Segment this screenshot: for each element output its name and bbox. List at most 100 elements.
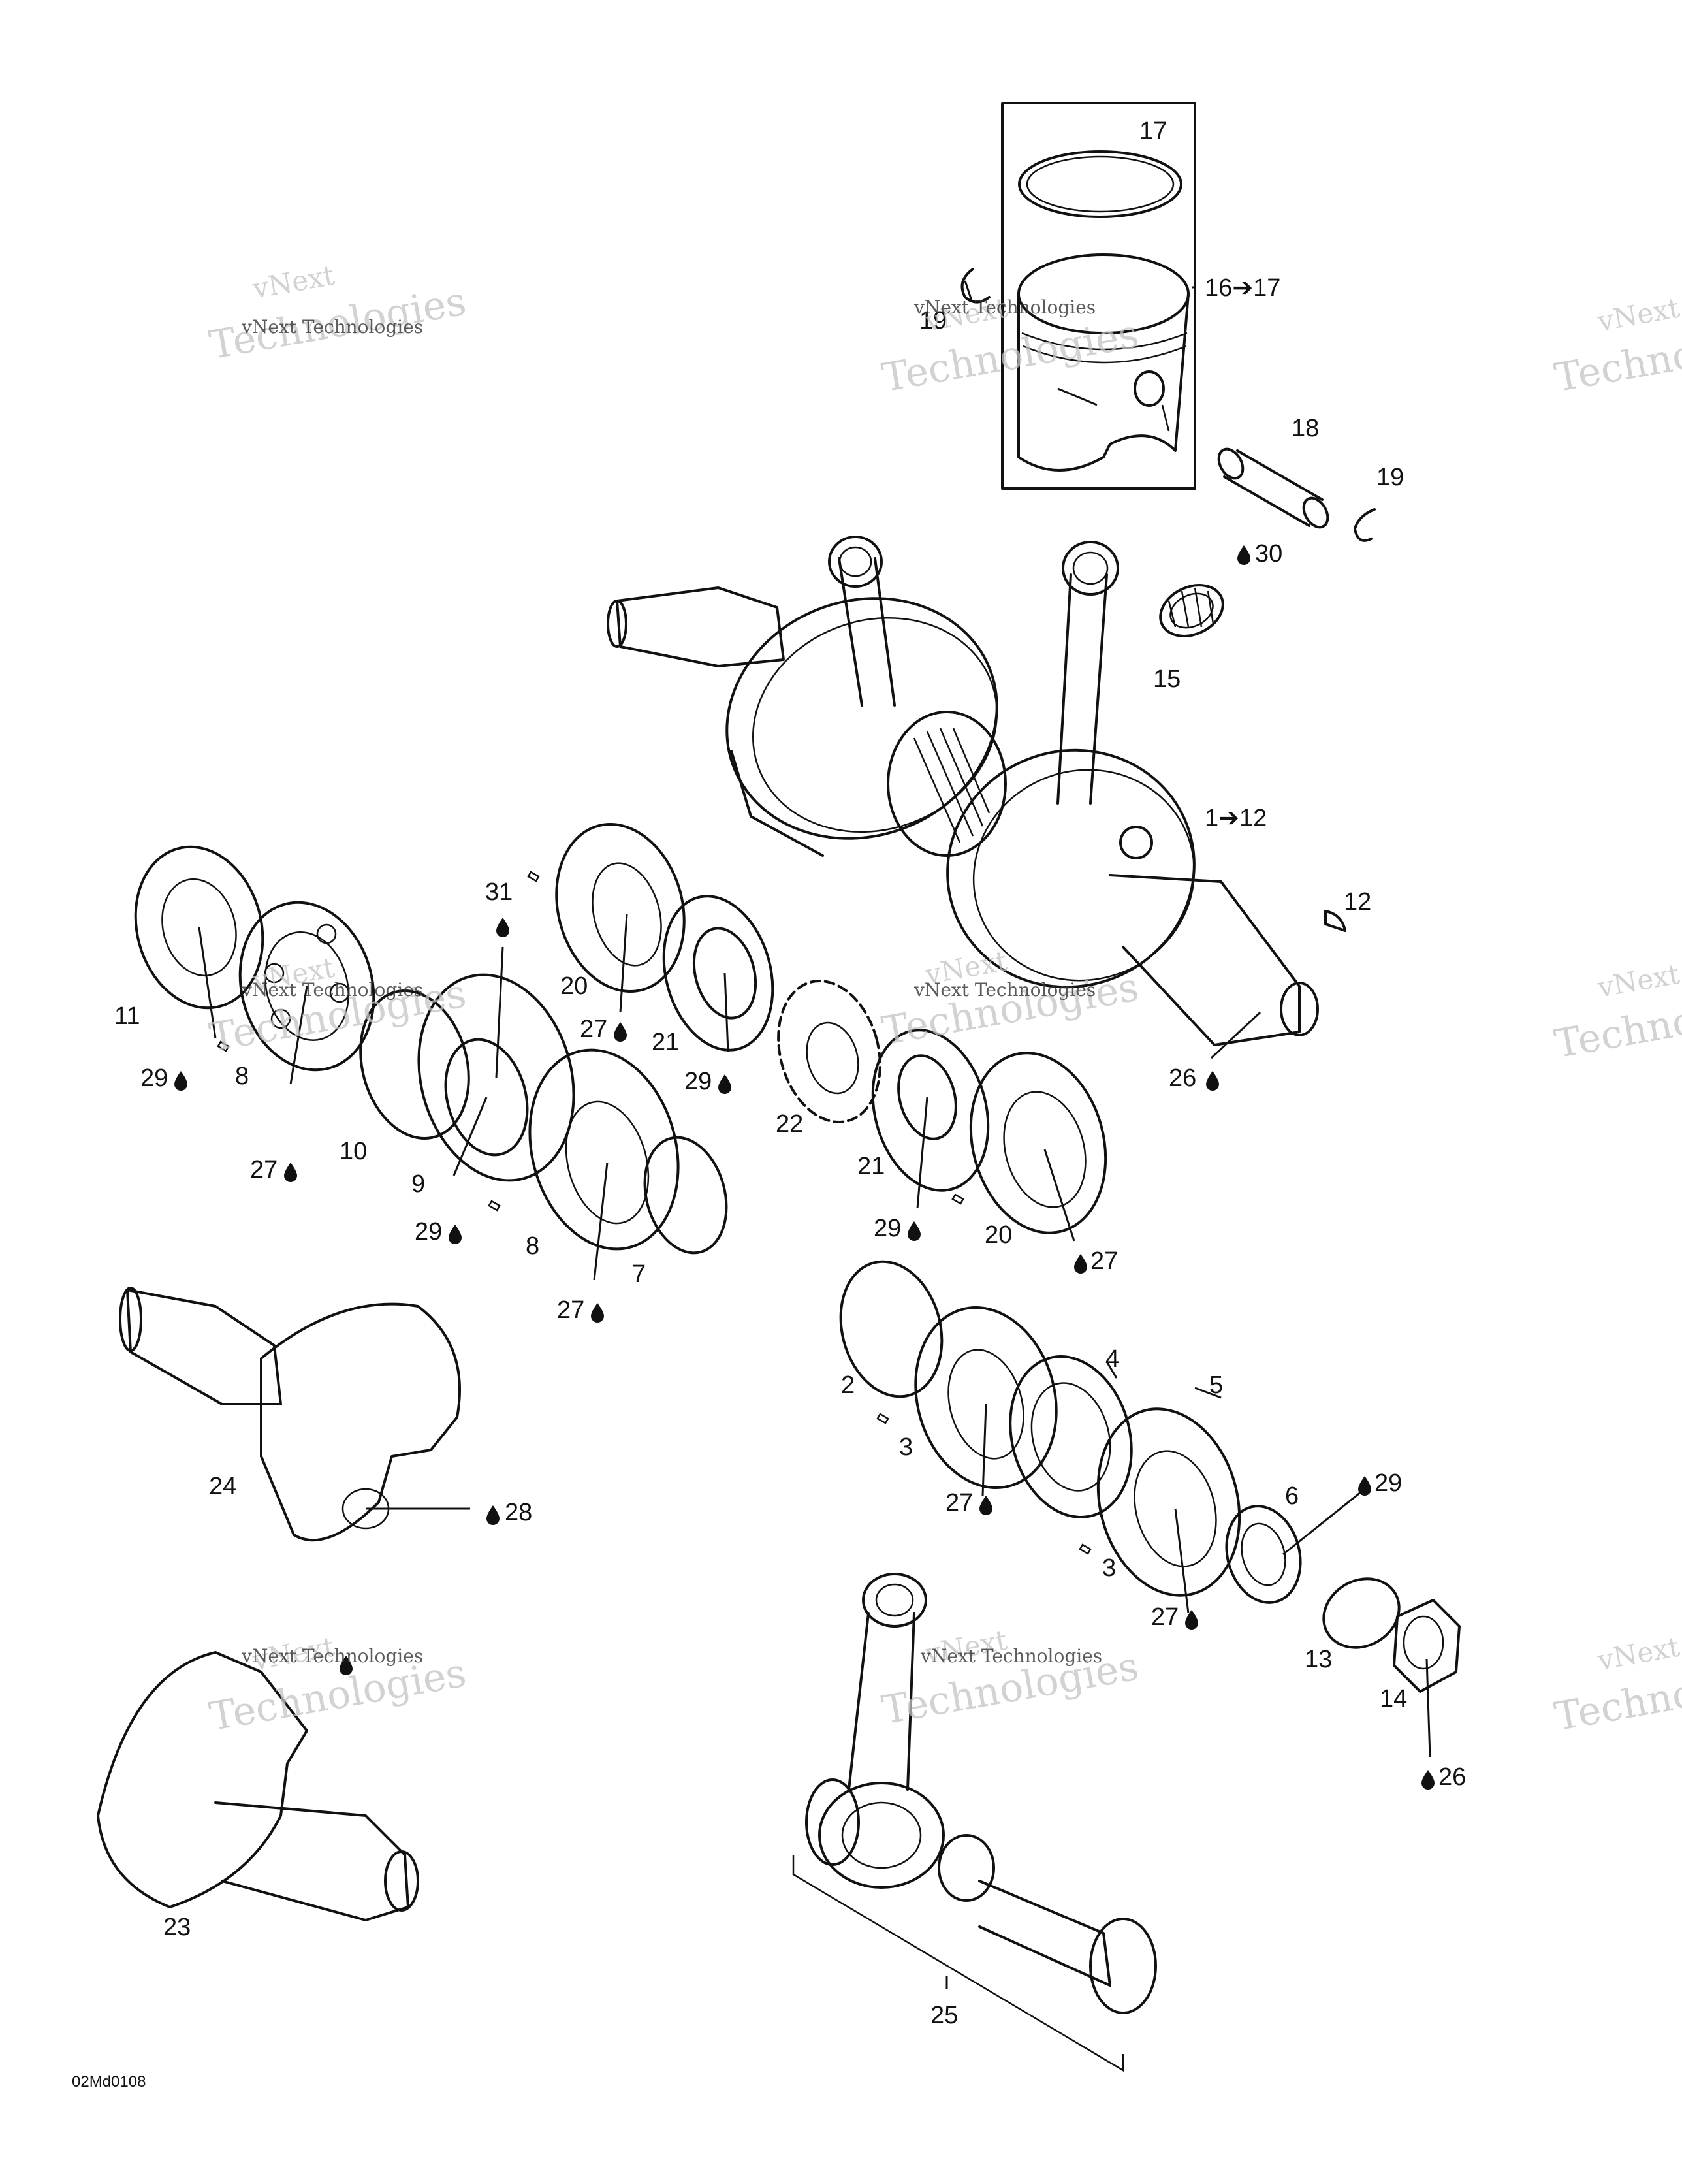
callout-5: 5 (1209, 1372, 1223, 1399)
oil-drop-icon (449, 1225, 462, 1244)
callout-29-e: 29 (1374, 1469, 1402, 1497)
oil-drop-icon (1206, 1071, 1219, 1091)
svg-text:vNext Technologies: vNext Technologies (913, 979, 1096, 1001)
callout-14: 14 (1380, 1685, 1407, 1712)
svg-text:vNext Technologies: vNext Technologies (913, 297, 1096, 318)
svg-text:vNext: vNext (1595, 292, 1682, 338)
callout-8-b: 8 (526, 1232, 539, 1260)
shim-7 (643, 1136, 728, 1255)
oil-drop-icon (1074, 1254, 1087, 1274)
callout-3-a: 3 (899, 1434, 913, 1461)
oil-drop-icon (174, 1071, 187, 1091)
callout-21-b: 21 (857, 1153, 885, 1180)
callout-25: 25 (930, 2002, 958, 2029)
piston-pin-18 (1217, 447, 1329, 529)
callout-16-17: 16➔17 (1205, 274, 1280, 302)
callout-27-e: 27 (945, 1489, 973, 1517)
roller-bearing-3-lower (1096, 1407, 1241, 1597)
seal-plate-9 (417, 973, 575, 1182)
oil-drop-icon (284, 1163, 297, 1182)
callout-19-right: 19 (1376, 464, 1404, 491)
callout-26-b: 26 (1438, 1763, 1466, 1791)
callout-10: 10 (340, 1138, 367, 1165)
dowel-pins (217, 871, 1092, 1555)
callout-27-a: 27 (250, 1156, 278, 1183)
svg-text:vNext Technologies: vNext Technologies (241, 316, 423, 338)
callout-17: 17 (1139, 118, 1167, 145)
svg-text:vNext: vNext (249, 259, 337, 305)
callout-19-left: 19 (919, 307, 947, 334)
callout-9: 9 (411, 1170, 425, 1198)
callout-12: 12 (1344, 888, 1371, 916)
oil-drop-icon (591, 1303, 604, 1323)
figure-code: 02Md0108 (72, 2073, 146, 2091)
oil-drop-icon (1358, 1476, 1371, 1496)
callout-31: 31 (485, 878, 513, 906)
callout-2: 2 (841, 1372, 855, 1399)
callout-7: 7 (632, 1261, 646, 1288)
ball-bearing-3-upper (914, 1306, 1058, 1489)
callout-15: 15 (1153, 666, 1181, 693)
callout-29-b: 29 (415, 1218, 442, 1245)
piston-group-box (960, 102, 1196, 490)
oil-drop-icon (486, 1505, 500, 1525)
callout-27-b: 27 (557, 1296, 584, 1324)
svg-text:Technologies: Technologies (879, 964, 1142, 1054)
callout-21-a: 21 (652, 1029, 679, 1056)
callout-20-b: 20 (985, 1221, 1012, 1249)
circlip-19-right (1354, 508, 1376, 542)
callout-6: 6 (1285, 1483, 1299, 1510)
crank-half-24 (119, 1287, 461, 1542)
leader-lines (198, 280, 1431, 1989)
oil-drop-icons (174, 545, 1435, 1790)
shim-2 (839, 1260, 944, 1398)
washer-13 (1322, 1577, 1401, 1649)
svg-text:vNext Technologies: vNext Technologies (241, 1645, 423, 1667)
callout-22: 22 (776, 1110, 803, 1138)
oil-seal-6 (1225, 1505, 1302, 1604)
callout-1-12: 1➔12 (1205, 805, 1267, 832)
callout-24: 24 (209, 1473, 236, 1500)
oil-drop-icon (496, 918, 509, 937)
oil-drop-icon (908, 1221, 921, 1241)
shim-10 (359, 989, 470, 1140)
callout-labels: 17 16➔17 19 18 19 30 15 1➔12 12 31 11 29… (114, 118, 1466, 2029)
oil-seal-11 (134, 845, 264, 1010)
oil-drop-icon (1421, 1770, 1435, 1790)
callout-11: 11 (114, 1003, 140, 1030)
svg-text:Technologies: Technologies (879, 311, 1142, 401)
callout-29-c: 29 (684, 1068, 712, 1095)
piston-16 (1017, 253, 1190, 472)
hex-nut-14 (1393, 1599, 1461, 1693)
oil-seal-21-upper (662, 895, 774, 1052)
callout-26-a: 26 (1169, 1065, 1196, 1092)
roller-bearing-20-lower (969, 1052, 1107, 1234)
svg-text:vNext Technologies: vNext Technologies (920, 1645, 1102, 1667)
oil-seal-21-lower (871, 1029, 990, 1192)
oil-drop-icon (1237, 545, 1250, 565)
needle-bearing-15 (1159, 584, 1224, 637)
callout-29-d: 29 (874, 1215, 901, 1242)
callout-20-a: 20 (560, 972, 588, 1000)
ball-bearing-8-left (238, 901, 375, 1072)
oil-drop-icon (1185, 1610, 1198, 1630)
callout-13: 13 (1305, 1646, 1332, 1673)
piston-ring-17 (1018, 150, 1182, 218)
crankshaft-assembly-1-12 (607, 536, 1319, 1046)
oil-drop-icon (614, 1022, 627, 1042)
callout-27-d: 27 (1090, 1247, 1118, 1275)
circlip-19-left (960, 268, 991, 304)
oil-drop-icon (718, 1074, 731, 1094)
oil-drop-icon (979, 1496, 992, 1515)
oil-drop-icon (340, 1656, 353, 1675)
callout-30: 30 (1255, 540, 1282, 568)
connecting-rod-25 (792, 1573, 1157, 2072)
callout-28: 28 (505, 1499, 532, 1526)
svg-text:vNext: vNext (1595, 958, 1682, 1004)
crank-half-23 (97, 1651, 419, 1921)
callout-27-f: 27 (1151, 1603, 1179, 1631)
callout-8-a: 8 (235, 1063, 249, 1090)
callout-4: 4 (1105, 1345, 1119, 1373)
woodruff-key-12 (1324, 910, 1346, 932)
